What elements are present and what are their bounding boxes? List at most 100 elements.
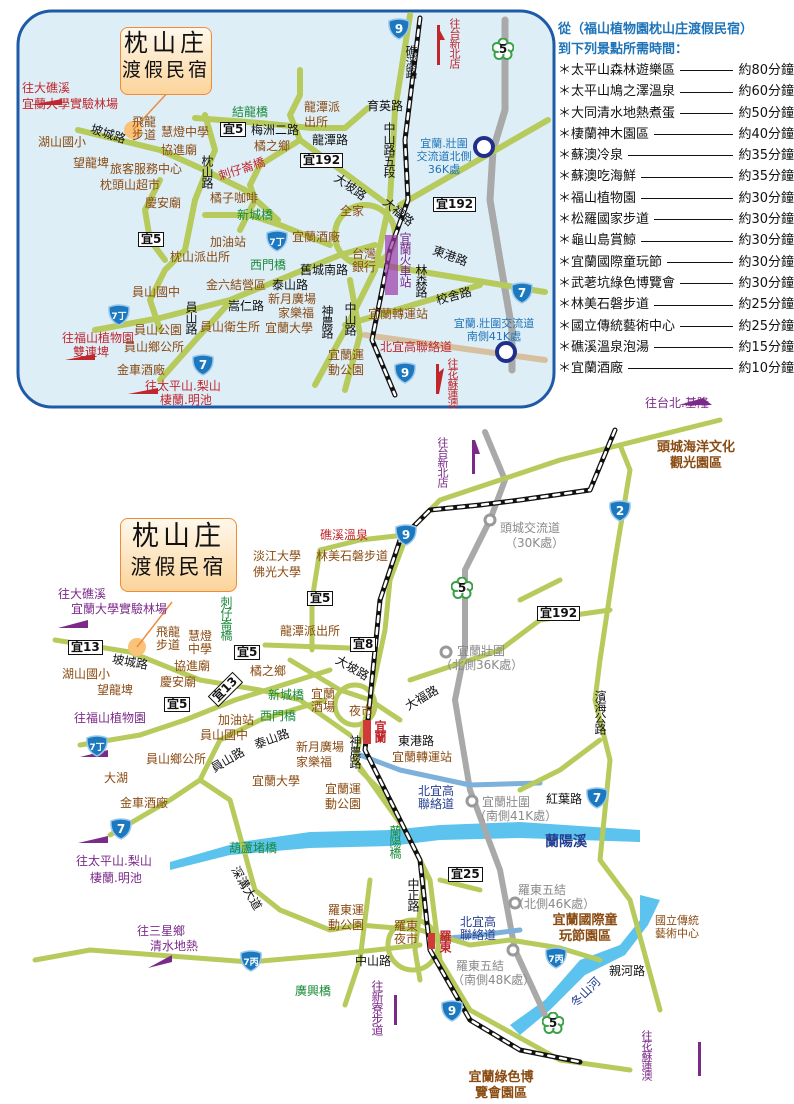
road-label: 中正路 (406, 878, 420, 911)
leader-line (680, 103, 734, 114)
route-box: 宜25 (448, 867, 483, 882)
travel-time: 約10分鐘 (738, 361, 794, 377)
direction-label: 往太平山.梨山 (76, 854, 152, 868)
road-label: 育英路 (367, 99, 404, 113)
destination-name: 龜山島賞鯨 (558, 230, 636, 251)
shield-number: 5 (499, 42, 507, 56)
highway-shield-icon: 7丁 (108, 304, 130, 326)
place-label: 宜蘭國際童玩節園區 (552, 913, 618, 944)
travel-time: 約35分鐘 (738, 169, 794, 185)
interchange-label: 羅東五結 (518, 883, 567, 897)
bridge-label: 刺仔崙橋 (219, 596, 233, 640)
travel-time: 約40分鐘 (738, 126, 794, 142)
travel-time: 約25分鐘 (738, 297, 794, 313)
interchange-label: 宜蘭壯圍 (482, 795, 531, 809)
place-label: 龍潭派出所 (304, 100, 341, 129)
interchange-label: 宜蘭.壯圍交流道北側36K處 (416, 137, 472, 176)
direction-label: 往福山植物園 (74, 711, 147, 725)
direction-label: 往福山植物園 (62, 331, 135, 345)
brand-name-line1: 枕山庄 (124, 29, 208, 57)
shield-number: 7 (518, 286, 526, 300)
place-label: 員山衛生所 (200, 320, 261, 334)
travel-time: 約30分鐘 (738, 275, 794, 291)
route-box: 宜5 (220, 122, 247, 137)
route-box: 宜13 (68, 640, 103, 655)
shield-number: 7 (199, 358, 207, 372)
place-label: 協進廟 (174, 659, 211, 673)
place-label: 頭城海洋文化觀光園區 (656, 440, 735, 471)
freeway-5-shield-icon: 5 (541, 1011, 565, 1034)
travel-time: 約30分鐘 (738, 254, 794, 270)
brand-name-line2: 渡假民宿 (121, 59, 210, 81)
expressway-label: 北宜高聯絡道 (418, 784, 455, 811)
place-label: 新月廣場 (296, 740, 345, 754)
destination-name: 棲蘭神木園區 (558, 124, 649, 145)
road-label: 舊城南路 (300, 263, 349, 277)
highway-shield-icon: 2 (609, 500, 631, 522)
place-label: 宜蘭轉運站 (368, 307, 429, 321)
road-label: 泰山路 (272, 278, 309, 292)
place-label: 全家 (340, 204, 365, 218)
travel-time: 約30分鐘 (738, 190, 794, 206)
list-header: 從（福山植物園枕山庄渡假民宿） (558, 22, 754, 37)
place-label: 枕山派出所 (170, 250, 231, 264)
route-box: 宜192 (537, 606, 581, 621)
direction-label: 雙連埤 (73, 345, 110, 359)
expressway-label: 北宜高聯絡道 (380, 340, 453, 354)
place-label: 新月廣場 (268, 292, 317, 306)
place-label: 員山國中 (200, 728, 249, 742)
travel-time: 約35分鐘 (738, 148, 794, 164)
place-label: 湖山國小 (38, 135, 87, 149)
highway-shield-icon: 7 (192, 354, 214, 376)
place-label: 飛龍步道 (156, 625, 181, 652)
place-label: 大湖 (104, 771, 129, 785)
place-label: 望龍埤 (73, 156, 110, 170)
place-label: 橘之鄉 (254, 139, 291, 153)
leader-line (628, 145, 734, 157)
place-label: 家樂福 (278, 306, 315, 320)
brand-callout-bottom: 枕山庄 渡假民宿 (120, 518, 237, 592)
place-label: 礁溪溫泉 (320, 528, 369, 542)
destination-name: 大同清水地熱煮蛋 (558, 103, 675, 124)
leader-line (641, 230, 734, 242)
shield-number: 9 (401, 366, 409, 380)
place-label: 家樂福 (296, 755, 333, 769)
place-label: 飛龍步道 (132, 115, 157, 142)
highway-shield-icon: 7 (586, 787, 608, 809)
direction-label: 清水地熱 (150, 939, 199, 953)
leader-line (628, 358, 734, 370)
leader-line (654, 209, 734, 221)
bridge-label: 西門橋 (250, 258, 287, 272)
road-label: 中山路 (355, 954, 392, 968)
travel-time: 約15分鐘 (738, 339, 794, 355)
interchange-label: （南側48K處） (452, 973, 536, 987)
place-label: 宜蘭大學 (252, 774, 301, 788)
place-label: 夜市 (349, 704, 374, 718)
bridge-label: 結龍橋 (232, 105, 269, 119)
direction-label: 棲蘭.明池 (90, 871, 142, 885)
route-box: 宜5 (234, 645, 261, 660)
bridge-label: 新城橋 (237, 208, 274, 222)
road-label: 中山路五段 (382, 122, 396, 177)
place-label: 宜蘭大學 (265, 321, 314, 335)
destination-name: 武荖坑綠色博覽會 (558, 273, 675, 294)
freeway-5-top (486, 16, 516, 374)
place-label: 協進廟 (161, 143, 198, 157)
road-label: 紅葉路 (546, 792, 583, 806)
place-label: 慶安廟 (145, 196, 182, 210)
destination-name: 太平山森林遊樂區 (558, 60, 675, 81)
bridge-label: 葫蘆堵橋 (229, 841, 278, 855)
place-label: 宜蘭酒場 (311, 687, 336, 714)
direction-label: 往太平山.梨山 (145, 379, 221, 393)
river-label: 蘭陽溪 (545, 834, 587, 850)
leader-line (654, 294, 734, 306)
leader-line (680, 60, 734, 72)
highway-shield-icon: 7丁 (266, 230, 288, 252)
destination-name: 林美石磐步道 (558, 294, 649, 315)
destination-name: 太平山鳩之澤溫泉 (558, 81, 675, 102)
road-label: 龍潭路 (312, 133, 349, 147)
